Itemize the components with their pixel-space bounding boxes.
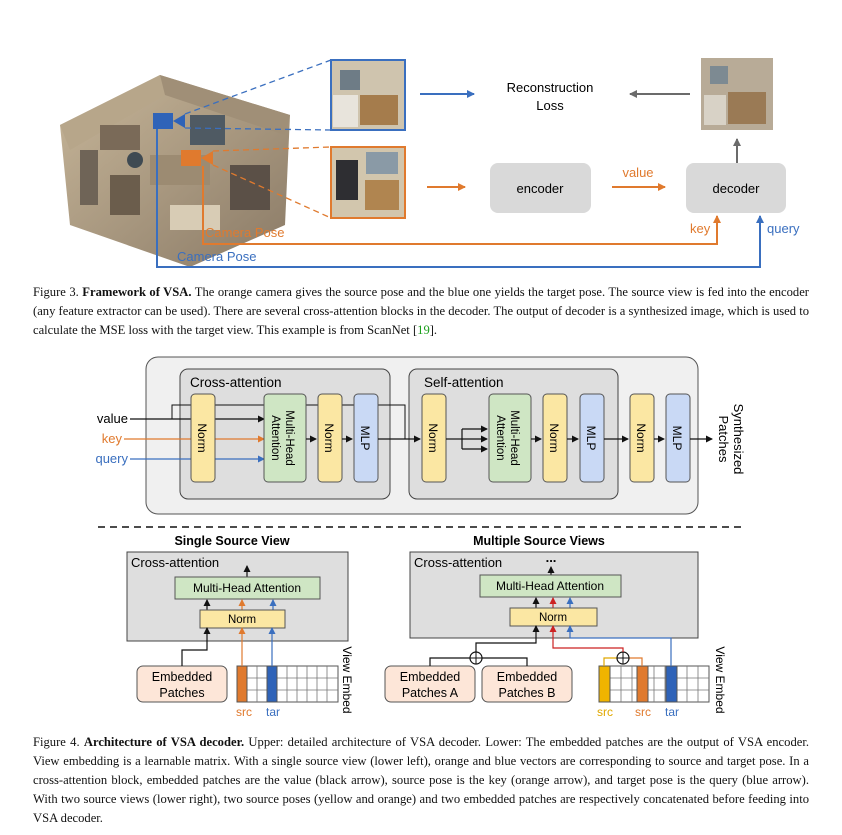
svg-text:MLP: MLP: [584, 426, 598, 451]
multiple-source-views-title: Multiple Source Views: [473, 534, 605, 548]
citation-link[interactable]: 19: [417, 323, 430, 337]
cross-attention-title: Cross-attention: [190, 375, 282, 390]
query-input-label: query: [95, 451, 128, 466]
svg-text:Embedded: Embedded: [152, 670, 213, 684]
svg-text:Norm: Norm: [547, 423, 561, 452]
decoder-label: decoder: [713, 181, 761, 196]
multi-cross-attention-title: Cross-attention: [414, 555, 502, 570]
svg-text:Attention: Attention: [269, 415, 281, 460]
multi-view-embed-label: View Embed: [713, 646, 727, 713]
svg-text:Patches A: Patches A: [402, 686, 459, 700]
reconstruction-loss-label-2: Loss: [536, 98, 564, 113]
svg-text:Norm: Norm: [195, 423, 209, 452]
svg-text:Attention: Attention: [494, 415, 506, 460]
svg-text:Multi-Head: Multi-Head: [508, 410, 520, 466]
norm-block-3: [421, 393, 447, 483]
norm-block-4: [542, 393, 568, 483]
scannet-scene-image: [40, 55, 302, 270]
svg-text:Embedded: Embedded: [497, 670, 558, 684]
decoder-box: [686, 163, 786, 213]
norm-block-1: [190, 393, 216, 483]
svg-text:Embedded: Embedded: [400, 670, 461, 684]
source-view-image: [330, 146, 406, 219]
key-input-label: key: [102, 431, 123, 446]
orange-camera-icon: [181, 150, 201, 166]
svg-text:Norm: Norm: [426, 423, 440, 452]
svg-text:Multi-Head: Multi-Head: [283, 410, 295, 466]
figure-3-caption: Figure 3. Framework of VSA. The orange c…: [33, 285, 810, 337]
source-camera-pose-label: Camera Pose: [205, 225, 284, 240]
svg-text:Patches: Patches: [159, 686, 204, 700]
value-label: value: [622, 165, 653, 180]
single-cross-attention-title: Cross-attention: [131, 555, 219, 570]
query-label: query: [767, 221, 800, 236]
figure-4-upper: Cross-attention Self-attention value key…: [95, 356, 746, 528]
single-src-label: src: [236, 705, 252, 719]
target-view-image: [330, 59, 406, 131]
svg-text:Norm: Norm: [228, 614, 256, 626]
single-view-embed-grid: [236, 665, 339, 703]
figure-4-lower-right: Multiple Source Views Cross-attention ..…: [384, 534, 727, 719]
multi-tar-label: tar: [665, 705, 679, 719]
mlp-block-2: [579, 393, 605, 483]
multi-view-embed-grid: [598, 665, 710, 703]
encoder-label: encoder: [517, 181, 565, 196]
figure-4-caption: Figure 4. Architecture of VSA decoder. U…: [33, 735, 809, 825]
multi-src-label-2: src: [635, 705, 651, 719]
multi-src-label-1: src: [597, 705, 613, 719]
svg-text:MLP: MLP: [670, 426, 684, 451]
mlp-block-3: [665, 393, 691, 483]
single-source-view-title: Single Source View: [174, 534, 289, 548]
single-view-embed-label: View Embed: [340, 646, 354, 713]
norm-block-5: [629, 393, 655, 483]
svg-text:Patches B: Patches B: [499, 686, 556, 700]
key-label: key: [690, 221, 711, 236]
encoder-box: [490, 163, 591, 213]
single-mha-box: [174, 576, 321, 600]
figure-3: Reconstruction Loss encoder decoder valu…: [153, 58, 800, 268]
svg-text:Norm: Norm: [539, 612, 567, 624]
svg-text:Multi-Head Attention: Multi-Head Attention: [496, 579, 604, 593]
figure-4-lower-left: Single Source View Cross-attention Multi…: [126, 534, 354, 719]
patches-label: Patches: [716, 416, 731, 463]
synthesized-label: Synthesized: [731, 404, 746, 475]
target-camera-pose-label: Camera Pose: [177, 249, 256, 264]
reconstructed-image: [701, 58, 773, 130]
single-tar-label: tar: [266, 705, 280, 719]
reconstruction-loss-label-1: Reconstruction: [507, 80, 594, 95]
self-attention-title: Self-attention: [424, 375, 504, 390]
blue-camera-icon: [153, 113, 173, 129]
svg-text:MLP: MLP: [358, 426, 372, 451]
multi-head-attention-block-2: [488, 393, 532, 483]
svg-text:Norm: Norm: [322, 423, 336, 452]
svg-text:Multi-Head Attention: Multi-Head Attention: [193, 581, 301, 595]
value-input-label: value: [97, 411, 128, 426]
mlp-block-1: [353, 393, 379, 483]
multi-dots: ...: [546, 550, 557, 565]
svg-text:Norm: Norm: [634, 423, 648, 452]
multi-head-attention-block-1: [263, 393, 307, 483]
norm-block-2: [317, 393, 343, 483]
